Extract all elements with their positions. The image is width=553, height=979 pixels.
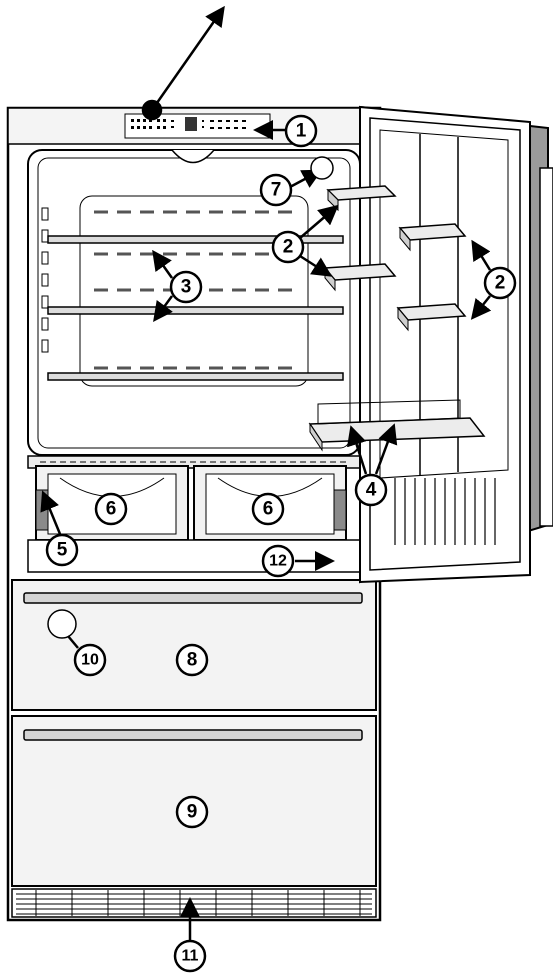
- drawer-handle[interactable]: [23, 729, 363, 741]
- leader-lines: [40, 5, 492, 940]
- fridge-door[interactable]: [308, 105, 549, 584]
- callout-5: 5: [45, 533, 79, 567]
- callout-2-right-label: 2: [495, 273, 506, 294]
- callout-1: 1: [284, 114, 318, 148]
- callout-12: 12: [261, 544, 295, 578]
- callouts: 1 2 2 3 4 5 6 6: [45, 114, 517, 973]
- glass-shelf: [47, 306, 344, 315]
- callout-2-left: 2: [271, 230, 305, 264]
- callout-10: 10: [73, 643, 107, 677]
- callout-6-right: 6: [251, 492, 285, 526]
- drawer-handle[interactable]: [23, 592, 363, 604]
- fridge-compartment: [27, 149, 361, 456]
- callout-2-right: 2: [483, 266, 517, 300]
- interior-light: [310, 156, 334, 180]
- callout-4-label: 4: [366, 480, 377, 501]
- door-shelf[interactable]: [398, 223, 467, 252]
- callout-2-left-label: 2: [283, 237, 294, 258]
- callout-9: 9: [175, 795, 209, 829]
- door-shelf[interactable]: [396, 303, 467, 332]
- callout-12-label: 12: [269, 553, 287, 570]
- door-side-panel: [539, 167, 553, 527]
- callout-9-label: 9: [187, 802, 198, 823]
- ice-maker-sensor: [47, 609, 77, 639]
- door-vents: [394, 478, 496, 545]
- callout-10-label: 10: [81, 652, 99, 669]
- callout-7-label: 7: [271, 180, 282, 201]
- glass-shelf: [47, 235, 344, 244]
- callout-11-label: 11: [182, 948, 199, 965]
- crisper-section: [27, 455, 361, 573]
- door-shelf[interactable]: [326, 185, 397, 212]
- ventilation-grille: [11, 888, 377, 918]
- callout-4: 4: [354, 473, 388, 507]
- glass-shelf: [47, 372, 344, 381]
- callout-3-label: 3: [181, 277, 192, 298]
- callout-8: 8: [175, 643, 209, 677]
- callout-8-label: 8: [187, 650, 198, 671]
- callout-6-left: 6: [94, 492, 128, 526]
- callout-1-label: 1: [296, 121, 307, 142]
- callout-6-right-label: 6: [263, 499, 274, 520]
- callout-11: 11: [173, 939, 207, 973]
- callout-6-left-label: 6: [106, 499, 117, 520]
- callout-7: 7: [259, 173, 293, 207]
- callout-3: 3: [169, 270, 203, 304]
- callout-5-label: 5: [57, 540, 68, 561]
